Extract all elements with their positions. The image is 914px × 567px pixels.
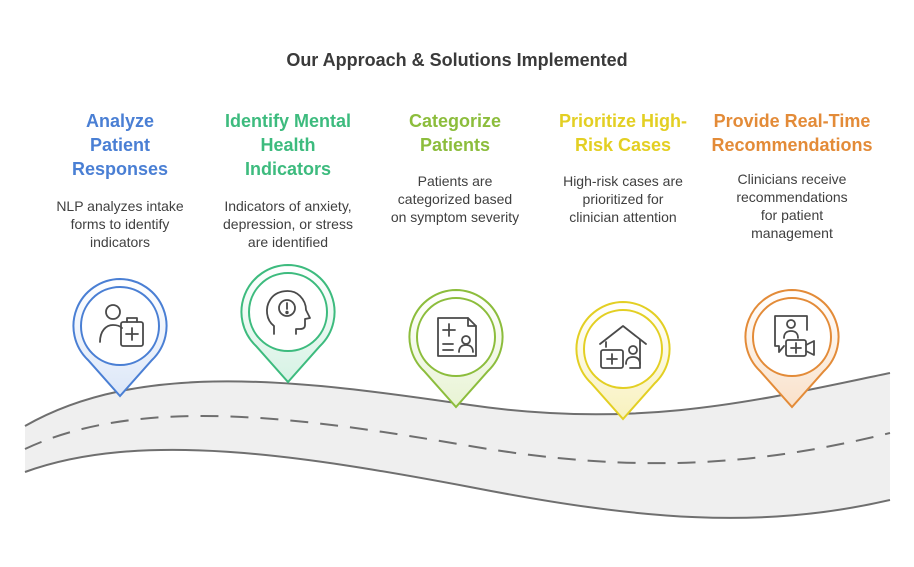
step-5-description: Clinicians receive recommendations for p… bbox=[707, 170, 877, 242]
step-3-description-line-3: on symptom severity bbox=[390, 209, 520, 225]
medical-record-icon bbox=[437, 317, 477, 357]
step-1-description-line-2: forms to identify bbox=[70, 216, 170, 232]
step-2-heading-line-3: Indicators bbox=[244, 159, 332, 179]
step-2-description-line-2: depression, or stress bbox=[223, 216, 353, 232]
step-4-description: High-risk cases are prioritized for clin… bbox=[538, 172, 708, 226]
step-5-description-line-1: Clinicians receive bbox=[737, 171, 847, 187]
step-4-description-line-2: prioritized for bbox=[582, 191, 664, 207]
step-2-description: Indicators of anxiety, depression, or st… bbox=[203, 197, 373, 251]
step-2-heading-line-1: Identify Mental bbox=[224, 111, 351, 131]
step-3-heading-line-2: Patients bbox=[419, 135, 491, 155]
step-1-heading-line-1: Analyze bbox=[85, 111, 155, 131]
step-2-description-line-1: Indicators of anxiety, bbox=[224, 198, 352, 214]
step-5-heading-line-1: Provide Real-Time bbox=[713, 111, 871, 131]
step-3-description-line-2: categorized based bbox=[397, 191, 513, 207]
step-4-description-line-1: High-risk cases are bbox=[563, 173, 683, 189]
step-4-description-line-3: clinician attention bbox=[569, 209, 677, 225]
step-4-heading: Prioritize High- Risk Cases bbox=[538, 109, 708, 157]
step-4-pin bbox=[575, 300, 671, 421]
road bbox=[24, 372, 891, 519]
step-4-heading-line-1: Prioritize High- bbox=[558, 111, 687, 131]
step-2-pin bbox=[240, 263, 336, 384]
step-1-description: NLP analyzes intake forms to identify in… bbox=[35, 197, 205, 251]
page-title: Our Approach & Solutions Implemented bbox=[286, 50, 628, 70]
step-1-description-line-3: indicators bbox=[90, 234, 150, 250]
step-5-heading: Provide Real-Time Recommendations bbox=[707, 109, 877, 157]
step-2-heading-line-2: Health bbox=[260, 135, 316, 155]
head-alert-icon bbox=[266, 290, 311, 335]
step-3-heading: Categorize Patients bbox=[370, 109, 540, 157]
step-2-description-line-3: are identified bbox=[247, 234, 329, 250]
patient-clipboard-icon bbox=[99, 304, 144, 347]
step-1-heading-line-3: Responses bbox=[71, 159, 169, 179]
step-3-pin bbox=[408, 288, 504, 409]
step-5-description-line-4: management bbox=[751, 225, 833, 241]
step-1-pin bbox=[72, 277, 168, 398]
step-5-description-line-2: recommendations bbox=[736, 189, 848, 205]
step-4-heading-line-2: Risk Cases bbox=[574, 135, 672, 155]
step-1-description-line-1: NLP analyzes intake bbox=[56, 198, 184, 214]
step-5-pin bbox=[744, 288, 840, 409]
step-2-heading: Identify Mental Health Indicators bbox=[203, 109, 373, 181]
step-3-description: Patients are categorized based on sympto… bbox=[370, 172, 540, 226]
step-3-heading-line-1: Categorize bbox=[408, 111, 502, 131]
home-care-icon bbox=[599, 325, 647, 369]
step-5-description-line-3: for patient bbox=[760, 207, 824, 223]
telehealth-icon bbox=[774, 315, 815, 357]
step-1-heading: Analyze Patient Responses bbox=[35, 109, 205, 181]
step-3-description-line-1: Patients are bbox=[417, 173, 493, 189]
step-5-heading-line-2: Recommendations bbox=[711, 135, 873, 155]
step-1-heading-line-2: Patient bbox=[89, 135, 150, 155]
